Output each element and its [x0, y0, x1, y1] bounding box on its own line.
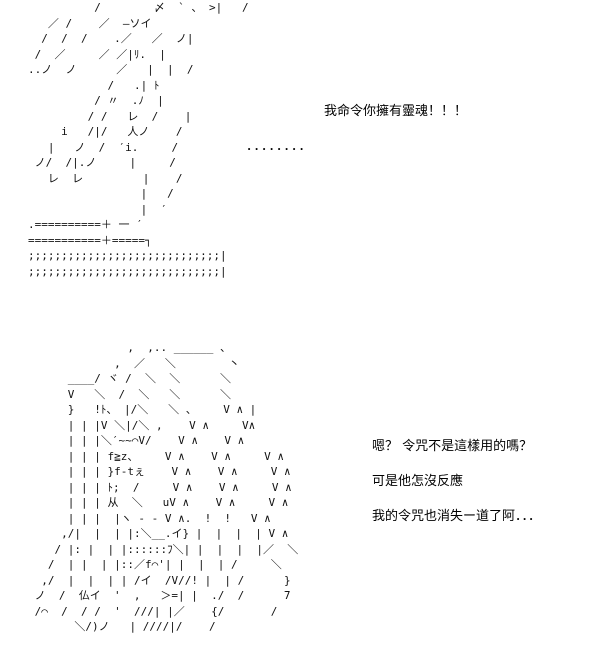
dialogue-command: 我命令你擁有靈魂！！！	[324, 104, 468, 119]
ascii-art-bottom-figure: , ,.. ______ 、 , ／ ＼ 丶 ____/ ヾ / ＼ ＼ ＼ V…	[34, 341, 299, 633]
dialogue-ellipsis: ．．．．．．．．	[246, 139, 313, 154]
dialogue-seal-gone: 我的令咒也消失ー道了阿．．．	[372, 509, 542, 524]
dialogue-question: 嗯？ 令咒不是這樣用的嗎？	[372, 439, 533, 454]
ascii-art-top-figure: / 〆 ` 、 >| / ／ / ／ ―ソイ / / / .／ ／ ノ| / ／…	[28, 1, 249, 278]
dialogue-no-reaction: 可是他怎沒反應	[372, 474, 464, 489]
